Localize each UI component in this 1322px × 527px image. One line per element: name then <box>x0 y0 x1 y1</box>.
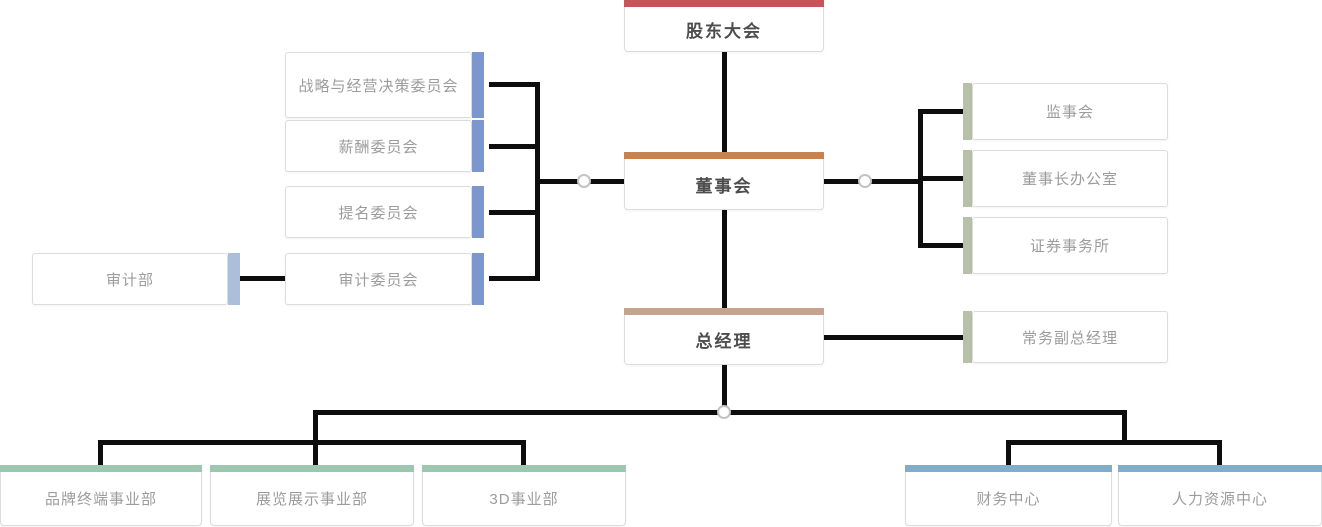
node-body: 监事会 <box>972 83 1168 140</box>
node-label: 总经理 <box>695 332 753 351</box>
accent-bar <box>472 253 484 305</box>
node-label: 战略与经营决策委员会 <box>298 77 459 95</box>
org-node-exhibition-division: 展览展示事业部 <box>210 465 414 526</box>
org-node-deputy-general-manager: 常务副总经理 <box>963 311 1168 363</box>
connector-left-bracket <box>535 82 540 281</box>
org-node-audit-committee: 审计委员会 <box>285 253 484 305</box>
accent-bar <box>1118 465 1322 472</box>
connector-stub-support-1 <box>918 109 963 114</box>
node-body: 审计部 <box>32 253 228 305</box>
connector-right-drop <box>1122 410 1127 442</box>
connector-stub-support-3 <box>918 243 963 248</box>
accent-bar <box>228 253 240 305</box>
node-body: 战略与经营决策委员会 <box>285 52 472 118</box>
node-body: 证券事务所 <box>972 217 1168 274</box>
org-node-finance-center: 财务中心 <box>905 465 1112 526</box>
connector-stub-committee-1 <box>489 82 535 87</box>
accent-bar <box>0 465 202 472</box>
org-node-strategy-committee: 战略与经营决策委员会 <box>285 52 484 118</box>
connector-root-to-board <box>722 52 727 152</box>
org-node-securities-office: 证券事务所 <box>963 217 1168 274</box>
accent-bar <box>210 465 414 472</box>
node-label: 品牌终端事业部 <box>44 491 157 508</box>
accent-bar <box>472 120 484 172</box>
node-label: 股东大会 <box>686 21 762 41</box>
node-body: 品牌终端事业部 <box>0 472 202 526</box>
connector-stub-support-2 <box>918 176 963 181</box>
org-node-board-of-directors: 董事会 <box>624 152 824 210</box>
connector-drop-center-1 <box>1006 440 1011 465</box>
node-body: 展览展示事业部 <box>210 472 414 526</box>
node-body: 提名委员会 <box>285 186 472 238</box>
connector-gm-down <box>722 365 727 412</box>
node-label: 人力资源中心 <box>1171 491 1268 508</box>
node-label: 证券事务所 <box>1029 238 1110 255</box>
node-label: 展览展示事业部 <box>255 491 368 508</box>
org-node-brand-terminal-division: 品牌终端事业部 <box>0 465 202 526</box>
connector-stub-committee-4 <box>489 276 535 281</box>
node-label: 董事长办公室 <box>1021 171 1118 188</box>
node-body: 3D事业部 <box>422 472 626 526</box>
connector-drop-division-3 <box>521 440 526 465</box>
org-node-shareholders-meeting: 股东大会 <box>624 0 824 52</box>
org-node-audit-department: 审计部 <box>32 253 240 305</box>
node-label: 审计部 <box>105 271 154 289</box>
node-body: 董事会 <box>624 159 824 210</box>
org-node-general-manager: 总经理 <box>624 308 824 365</box>
connector-drop-division-2 <box>313 410 318 465</box>
node-label: 提名委员会 <box>338 204 419 222</box>
accent-bar <box>963 83 972 140</box>
org-node-hr-center: 人力资源中心 <box>1118 465 1322 526</box>
node-label: 财务中心 <box>976 491 1041 508</box>
connector-drop-center-2 <box>1217 440 1222 465</box>
node-body: 股东大会 <box>624 7 824 52</box>
node-label: 薪酬委员会 <box>338 138 419 156</box>
node-body: 薪酬委员会 <box>285 120 472 172</box>
node-body: 总经理 <box>624 315 824 365</box>
connector-stub-committee-3 <box>489 210 535 215</box>
junction-dot-gm-bottom <box>717 405 731 419</box>
accent-bar <box>624 308 824 315</box>
accent-bar <box>472 52 484 118</box>
connector-board-to-gm <box>722 210 727 308</box>
accent-bar <box>963 311 972 363</box>
connector-right-sub <box>1006 440 1222 445</box>
connector-audit-dept <box>240 276 285 281</box>
node-body: 常务副总经理 <box>972 311 1168 363</box>
node-label: 审计委员会 <box>338 271 419 289</box>
org-node-3d-division: 3D事业部 <box>422 465 626 526</box>
node-label: 监事会 <box>1045 104 1094 121</box>
accent-bar <box>963 150 972 207</box>
accent-bar <box>624 152 824 159</box>
org-node-nomination-committee: 提名委员会 <box>285 186 484 238</box>
accent-bar <box>624 0 824 7</box>
org-node-chairman-office: 董事长办公室 <box>963 150 1168 207</box>
node-body: 董事长办公室 <box>972 150 1168 207</box>
node-body: 审计委员会 <box>285 253 472 305</box>
connector-left-sub <box>98 440 526 445</box>
connector-stub-committee-2 <box>489 144 535 149</box>
junction-dot-board-left <box>577 174 591 188</box>
accent-bar <box>905 465 1112 472</box>
connector-drop-division-1 <box>98 440 103 465</box>
junction-dot-board-right <box>858 174 872 188</box>
connector-gm-to-deputy <box>824 335 963 340</box>
org-node-supervisory-board: 监事会 <box>963 83 1168 140</box>
accent-bar <box>422 465 626 472</box>
node-label: 3D事业部 <box>489 491 559 508</box>
node-body: 财务中心 <box>905 472 1112 526</box>
accent-bar <box>963 217 972 274</box>
accent-bar <box>472 186 484 238</box>
org-node-compensation-committee: 薪酬委员会 <box>285 120 484 172</box>
node-body: 人力资源中心 <box>1118 472 1322 526</box>
node-label: 董事会 <box>695 176 753 196</box>
node-label: 常务副总经理 <box>1021 329 1118 347</box>
